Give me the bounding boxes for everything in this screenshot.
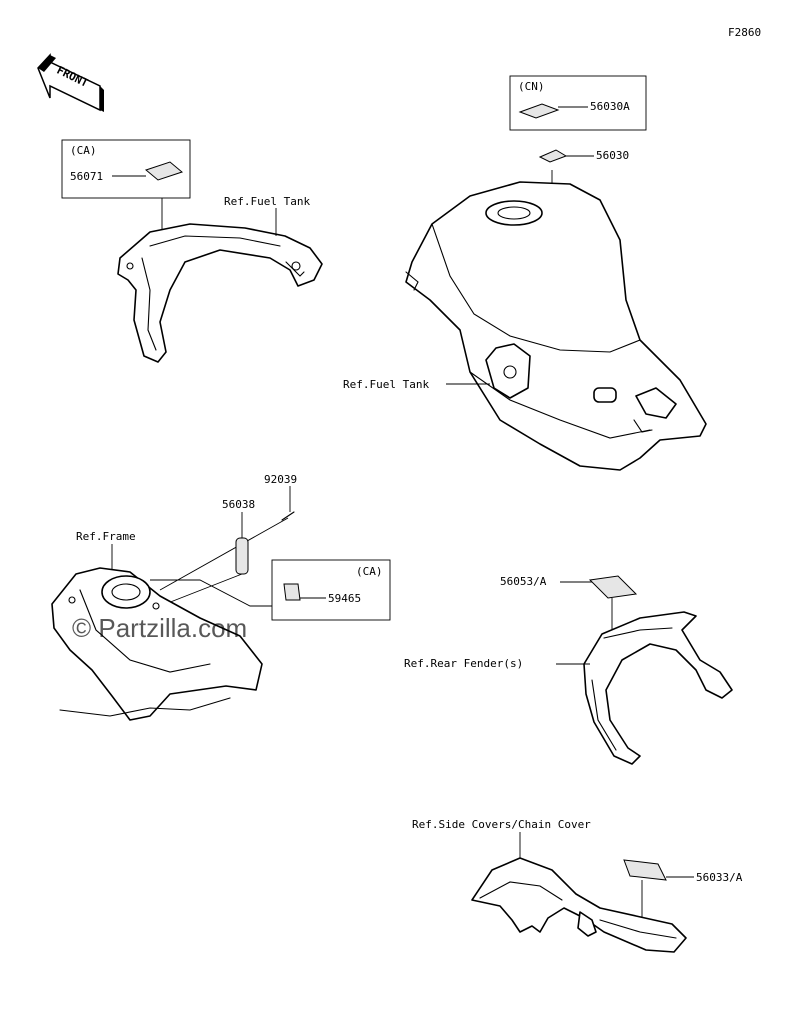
upper-cover-part (117, 223, 323, 363)
region-ca-upper: (CA) (70, 144, 97, 157)
decal-56071 (144, 161, 184, 181)
ref-side-covers: Ref.Side Covers/Chain Cover (412, 818, 591, 831)
ca-lower-box: (CA) 59465 (271, 559, 391, 621)
diagram-id: F2860 (728, 26, 761, 39)
ref-fuel-tank-mid: Ref.Fuel Tank (343, 378, 429, 391)
part-59465-label: 59465 (328, 592, 361, 605)
rear-fender-part (583, 611, 733, 765)
watermark: © Partzilla.com (72, 613, 247, 643)
fuel-tank-part (405, 181, 707, 471)
cn-decal-box: (CN) 56030A (509, 75, 647, 131)
part-56033a-label: 56033/A (696, 871, 743, 884)
part-56071-label: 56071 (70, 170, 103, 183)
decal-56030 (538, 149, 568, 163)
frame-part (51, 567, 263, 721)
part-92039-label: 92039 (264, 473, 297, 486)
ca-decal-box: (CA) 56071 (61, 139, 191, 199)
part-56038-label: 56038 (222, 498, 255, 511)
band-92039 (281, 511, 295, 521)
ref-rear-fender: Ref.Rear Fender(s) (404, 657, 523, 670)
chain-cover-part (471, 857, 687, 953)
region-ca-lower: (CA) (356, 565, 383, 578)
part-56053a-label: 56053/A (500, 575, 547, 588)
ref-frame: Ref.Frame (76, 530, 136, 543)
part-56030-label: 56030 (596, 149, 629, 162)
decal-59465 (283, 583, 301, 601)
front-arrow-icon: FRONT (37, 53, 104, 112)
decal-56033a (623, 859, 667, 881)
region-cn: (CN) (518, 80, 545, 93)
part-56030a-label: 56030A (590, 100, 630, 113)
ref-fuel-tank-upper: Ref.Fuel Tank (224, 195, 310, 208)
decal-56038 (235, 537, 249, 575)
decal-56030a (518, 103, 560, 119)
decal-56053a (588, 575, 638, 599)
